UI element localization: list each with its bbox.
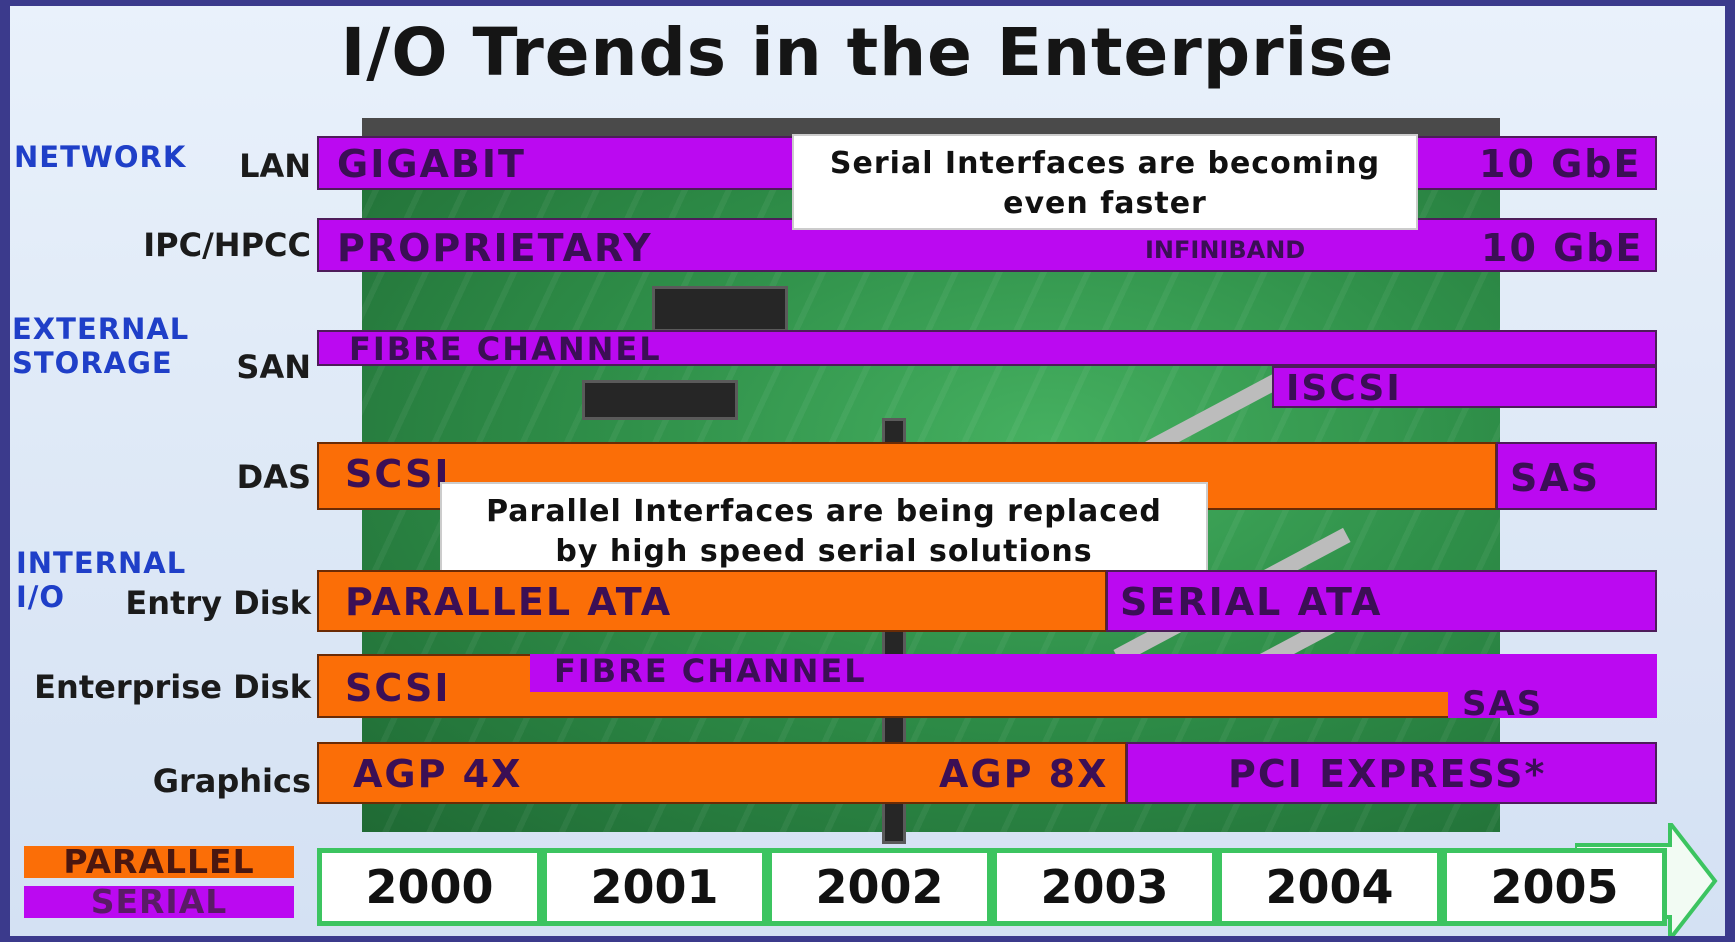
row-label-das: DAS xyxy=(236,458,311,496)
category-storage-line: STORAGE xyxy=(12,346,173,380)
bar-label: SAS xyxy=(1462,684,1544,724)
callout-serial-line1: Serial Interfaces are becoming xyxy=(829,146,1381,181)
row-label-enterprise-disk: Enterprise Disk xyxy=(34,668,311,706)
bar-label: PARALLEL ATA xyxy=(345,580,673,624)
category-io-line: I/O xyxy=(16,580,66,614)
bar-label: SAS xyxy=(1510,456,1601,500)
timeline-year: 2001 xyxy=(542,848,767,926)
bar-label: SCSI xyxy=(345,452,451,496)
timeline-year: 2000 xyxy=(317,848,542,926)
bar-label: INFINIBAND xyxy=(1145,236,1306,264)
timeline-year: 2004 xyxy=(1217,848,1442,926)
bar-label: ISCSI xyxy=(1286,368,1402,408)
category-internal-io: INTERNAL I/O xyxy=(16,546,186,614)
callout-serial-line2: even faster xyxy=(1003,186,1207,221)
callout-parallel-line1: Parallel Interfaces are being replaced xyxy=(486,494,1162,529)
bar-entry-serial-ata: SERIAL ATA xyxy=(1106,570,1657,632)
bar-enterprise-fibre-channel: FIBRE CHANNEL xyxy=(530,654,1657,692)
bar-graphics-pci-express: PCI EXPRESS* xyxy=(1126,742,1657,804)
category-external-line: EXTERNAL xyxy=(12,312,190,346)
bar-entry-parallel-ata: PARALLEL ATA xyxy=(317,570,1107,632)
bar-ipc-proprietary: PROPRIETARY INFINIBAND 10 GbE xyxy=(317,218,1657,272)
callout-parallel: Parallel Interfaces are being replaced b… xyxy=(440,482,1208,578)
bar-label: PCI EXPRESS* xyxy=(1228,752,1547,796)
bar-label: SCSI xyxy=(345,666,451,710)
timeline-year: 2003 xyxy=(992,848,1217,926)
bar-graphics-agp: AGP 4X AGP 8X xyxy=(317,742,1127,804)
board-chip xyxy=(582,380,738,420)
bar-label: AGP 8X xyxy=(939,752,1109,796)
slide: I/O Trends in the Enterprise NETWORK EXT… xyxy=(10,6,1725,936)
category-internal-line: INTERNAL xyxy=(16,546,187,580)
bar-label: FIBRE CHANNEL xyxy=(349,330,662,366)
category-network: NETWORK xyxy=(14,140,187,174)
bar-label: 10 GbE xyxy=(1479,142,1642,186)
bar-label: FIBRE CHANNEL xyxy=(554,654,867,690)
bar-enterprise-sas: SAS xyxy=(1448,684,1657,724)
bar-label: PROPRIETARY xyxy=(337,226,653,270)
row-label-graphics: Graphics xyxy=(152,762,311,800)
legend-parallel: PARALLEL xyxy=(24,845,294,878)
legend-serial: SERIAL xyxy=(24,885,294,918)
timeline-year: 2005 xyxy=(1442,848,1667,926)
category-external-storage: EXTERNAL STORAGE xyxy=(12,312,189,380)
row-label-entry-disk: Entry Disk xyxy=(125,584,311,622)
row-label-lan: LAN xyxy=(239,147,311,185)
timeline-year: 2002 xyxy=(767,848,992,926)
callout-serial: Serial Interfaces are becoming even fast… xyxy=(792,134,1418,230)
callout-parallel-line2: by high speed serial solutions xyxy=(555,534,1093,569)
bar-das-sas: SAS xyxy=(1496,442,1657,510)
bar-label: 10 GbE xyxy=(1481,226,1644,270)
row-label-san: SAN xyxy=(236,348,311,386)
bar-label: SERIAL ATA xyxy=(1120,580,1383,624)
board-chip xyxy=(652,286,788,332)
bar-san-fibre-channel: FIBRE CHANNEL xyxy=(317,330,1657,366)
slide-title: I/O Trends in the Enterprise xyxy=(340,14,1395,91)
bar-san-iscsi: ISCSI xyxy=(1272,366,1657,408)
row-label-ipc: IPC/HPCC xyxy=(143,226,311,264)
bar-label: AGP 4X xyxy=(353,752,523,796)
bar-label: GIGABIT xyxy=(337,142,526,186)
